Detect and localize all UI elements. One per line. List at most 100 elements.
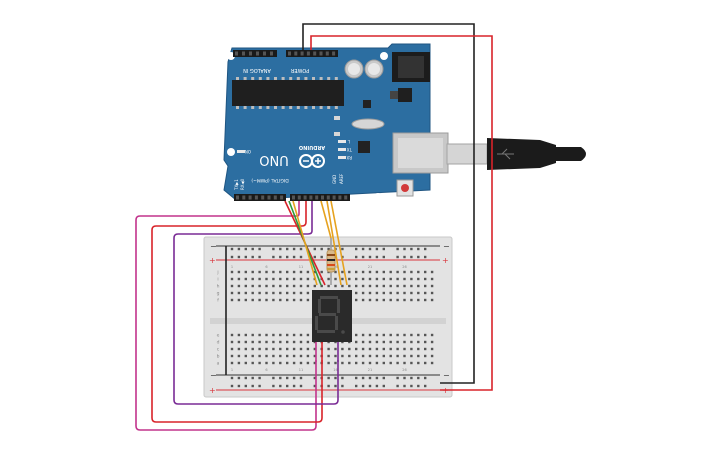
rail-hole: [327, 384, 330, 388]
seven-segment-display[interactable]: 8: [0, 0, 352, 342]
chip-pin: [296, 106, 300, 109]
breadboard-hole: [230, 284, 234, 288]
wire-orange-right[interactable]: [326, 200, 342, 286]
breadboard-hole: [417, 333, 420, 337]
rail-hole: [417, 255, 420, 259]
rail-hole: [396, 376, 399, 380]
rail-hole: [341, 376, 344, 380]
rail-hole: [251, 384, 254, 388]
usb-cable[interactable]: [446, 138, 586, 170]
breadboard-hole: [375, 291, 379, 295]
row-letter: b: [217, 354, 220, 360]
chip-pin: [243, 106, 247, 109]
chip-pin: [319, 77, 323, 80]
rail-hole: [417, 247, 420, 251]
breadboard-hole: [306, 347, 310, 351]
rail-hole: [292, 247, 296, 251]
digital-header-high[interactable]: [290, 194, 350, 201]
breadboard-hole: [299, 284, 303, 288]
header-pin: [280, 195, 284, 200]
breadboard-hole: [368, 340, 372, 344]
breadboard-hole: [348, 347, 351, 351]
breadboard-hole: [368, 284, 372, 288]
rail-hole: [375, 376, 379, 380]
breadboard-hole: [361, 270, 365, 274]
rail-hole: [292, 376, 296, 380]
breadboard-hole: [251, 284, 254, 288]
breadboard-hole: [306, 277, 310, 281]
chip-pin: [274, 77, 277, 80]
wire-orange-top[interactable]: [292, 200, 318, 286]
breadboard-hole: [430, 298, 434, 302]
breadboard-hole: [361, 298, 365, 302]
chip-pin: [334, 106, 338, 109]
header-pin: [297, 195, 301, 200]
column-number: 26: [402, 265, 406, 269]
header-pin: [326, 195, 330, 200]
breadboard-hole: [244, 277, 247, 281]
breadboard-hole: [348, 284, 351, 288]
breadboard-hole: [258, 270, 261, 274]
resistor[interactable]: [326, 238, 336, 285]
breadboard-hole: [237, 284, 241, 288]
breadboard-hole: [251, 270, 254, 274]
rail-hole: [237, 376, 241, 380]
row-letter: f: [217, 298, 219, 304]
rail-hole: [320, 255, 323, 259]
breadboard-hole: [361, 347, 365, 351]
analog-header[interactable]: [233, 50, 277, 57]
breadboard-hole: [430, 284, 434, 288]
rail-hole: [230, 247, 234, 251]
breadboard-hole: [244, 270, 247, 274]
breadboard-hole: [334, 361, 337, 365]
breadboard-hole: [355, 354, 358, 358]
breadboard-hole: [327, 347, 330, 351]
breadboard-hole: [410, 347, 413, 351]
breadboard-hole: [368, 361, 372, 365]
wire-gnd-black[interactable]: [302, 23, 475, 384]
breadboard-hole: [279, 354, 282, 358]
rx-label: RX: [346, 155, 352, 160]
breadboard-hole: [389, 361, 392, 365]
breadboard-hole: [375, 354, 379, 358]
breadboard-hole: [430, 333, 434, 337]
breadboard-hole: [396, 354, 399, 358]
breadboard-hole: [410, 340, 413, 344]
breadboard-hole: [430, 347, 434, 351]
rail-hole: [230, 384, 234, 388]
breadboard-hole: [272, 354, 275, 358]
wire-5v-red[interactable]: [310, 35, 493, 391]
breadboard-hole: [375, 347, 379, 351]
power-header[interactable]: [286, 50, 338, 57]
header-pin: [273, 195, 277, 200]
rail-hole: [272, 247, 275, 251]
chip-pin: [327, 106, 331, 109]
row-letter: i: [217, 277, 218, 283]
breadboard-hole: [355, 270, 358, 274]
rail-hole: [341, 384, 344, 388]
rail-hole: [403, 255, 406, 259]
row-letter: c: [217, 348, 220, 353]
wire-purple[interactable]: [173, 201, 339, 405]
digital-header-low[interactable]: [234, 194, 286, 201]
breadboard-hole: [244, 291, 247, 295]
breadboard-hole: [230, 298, 234, 302]
rail-hole: [334, 384, 337, 388]
breadboard-hole: [237, 347, 241, 351]
rail-hole: [368, 376, 372, 380]
rail-hole: [313, 376, 316, 380]
wire-orange-resistor[interactable]: [320, 200, 332, 239]
breadboard-hole: [279, 347, 282, 351]
breadboard-hole: [292, 354, 296, 358]
resistor-band-icon: [327, 268, 335, 270]
arduino-uno-board[interactable]: ANALOG IN POWER TX RX: [223, 43, 449, 201]
wire-orange-right-2[interactable]: [330, 200, 348, 286]
rail-hole: [341, 247, 344, 251]
breadboard-hole: [382, 277, 385, 281]
breadboard-hole: [334, 347, 337, 351]
header-pin: [294, 51, 298, 56]
wire-red-segment[interactable]: [151, 201, 323, 423]
bottom-plus-sign: +: [209, 386, 216, 395]
breadboard-hole: [313, 354, 316, 358]
